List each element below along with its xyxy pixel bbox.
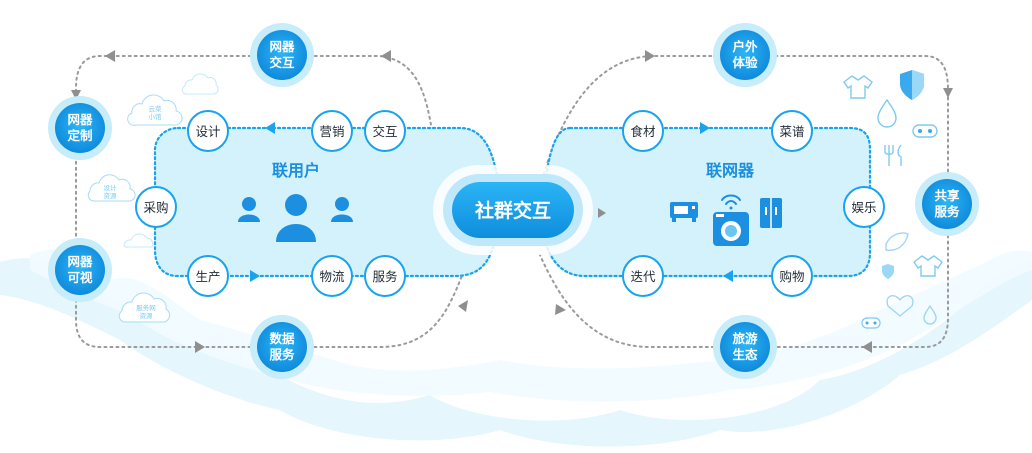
node-data-service[interactable]: 数据 服务 [250,315,314,379]
node-travel-ecology-line2: 生态 [732,347,758,362]
node-shopping[interactable]: 购物 [771,255,813,297]
heart-icon [886,295,914,317]
cloud-background [0,249,1032,447]
node-service-label: 服务 [372,269,397,284]
node-interaction-label: 交互 [372,124,397,139]
node-network-visual-line1: 网器 [67,254,93,269]
shirt-hanger-icon [913,255,943,277]
node-network-interaction-line2: 交互 [269,55,295,70]
node-ingredients-label: 食材 [630,124,655,139]
users-icon [238,194,353,242]
oven-icon [670,202,698,222]
node-shared-service-line1: 共享 [934,188,960,203]
node-outdoor-line1: 户外 [732,39,758,54]
fridge-icon [760,198,782,228]
cloud-badge-top-line1: 云菜 [149,104,163,113]
node-iteration[interactable]: 迭代 [622,255,664,297]
node-recipes[interactable]: 菜谱 [771,110,813,152]
gamepad-icon-small [861,317,881,329]
cloud-badge-top: 云菜 小馆 [127,94,183,126]
node-logistics[interactable]: 物流 [311,255,353,297]
cloud-badge-mid-line2: 资源 [104,191,118,200]
cloud-badge-bottom-line2: 资源 [140,311,154,320]
node-iteration-label: 迭代 [630,269,656,284]
node-outdoor-line2: 体验 [732,55,758,70]
cloud-badge-bottom-line1: 服务网 [136,303,156,312]
node-marketing-label: 营销 [319,124,344,139]
tshirt-icon [843,75,873,99]
cloud-icon [181,73,219,95]
node-entertainment[interactable]: 娱乐 [843,186,885,228]
node-travel-ecology[interactable]: 旅游 生态 [713,315,777,379]
node-ingredients[interactable]: 食材 [622,110,664,152]
node-procurement[interactable]: 采购 [135,186,177,228]
gamepad-icon [912,124,938,138]
left-hub-title: 联用户 [272,161,320,180]
node-procurement-label: 采购 [143,200,168,215]
cloud-badge-bottom: 服务网 资源 [118,292,171,323]
cloud-icon-small [123,233,154,248]
node-network-custom-line2: 定制 [66,128,92,143]
leaf-icon [885,232,909,251]
center-node[interactable]: 社群交互 [433,165,606,255]
washer-icon [713,212,749,246]
node-service[interactable]: 服务 [364,255,406,297]
node-recipes-label: 菜谱 [779,124,804,139]
cloud-badge-mid-line1: 设计 [104,183,118,192]
node-logistics-label: 物流 [319,269,345,284]
outer-loop-left [75,55,471,348]
blue-arrows [250,122,733,282]
cloud-badge-top-line2: 小馆 [149,112,163,121]
node-network-visual-line2: 可视 [67,270,93,285]
utensils-icon [884,144,902,166]
node-production[interactable]: 生产 [187,255,229,297]
node-interaction[interactable]: 交互 [364,110,406,152]
right-hub-title: 联网器 [706,161,755,180]
node-entertainment-label: 娱乐 [851,200,876,215]
node-data-service-line2: 服务 [269,347,295,362]
node-design-label: 设计 [195,124,220,139]
water-drop-icon [877,98,897,128]
water-drop-icon-small [923,304,937,325]
shield-icon-small [882,264,894,279]
node-outdoor[interactable]: 户外 体验 [713,23,777,87]
node-shared-service[interactable]: 共享 服务 [915,172,979,236]
wifi-icon [721,194,741,210]
node-design[interactable]: 设计 [187,110,229,152]
center-label: 社群交互 [474,199,551,222]
node-network-custom[interactable]: 网器 定制 [48,96,112,160]
outer-loop-right [539,55,949,348]
cloud-badge-mid: 设计 资源 [87,174,136,202]
node-network-visual[interactable]: 网器 可视 [48,238,112,302]
shield-icon [900,70,924,100]
node-shopping-label: 购物 [779,269,804,284]
node-network-interaction-line1: 网器 [269,39,295,54]
node-travel-ecology-line1: 旅游 [731,331,758,346]
node-network-custom-line1: 网器 [67,112,93,127]
node-network-interaction[interactable]: 网器 交互 [250,23,314,87]
node-shared-service-line2: 服务 [934,204,960,219]
node-data-service-line1: 数据 [268,331,295,346]
node-production-label: 生产 [195,269,220,284]
node-marketing[interactable]: 营销 [311,110,353,152]
